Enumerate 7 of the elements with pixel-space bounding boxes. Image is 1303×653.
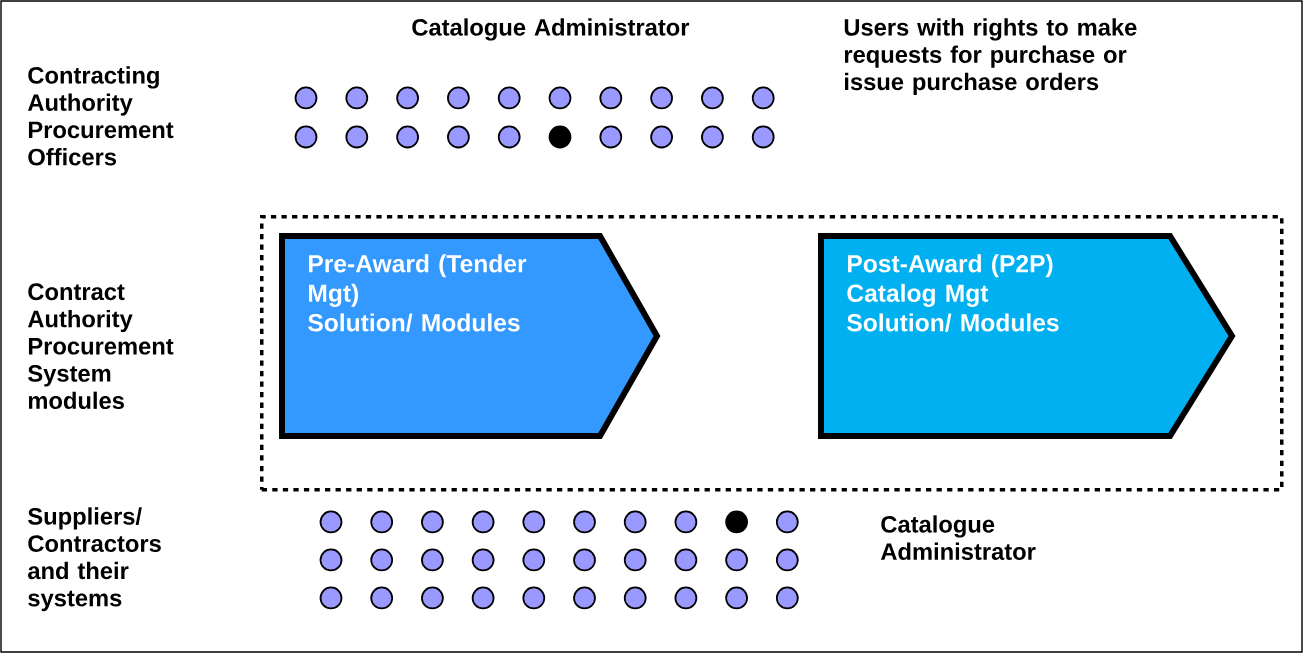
label: Catalogue Administrator: [412, 18, 690, 41]
label: Users with rights to make requests for purchase or issue purchase orders: [844, 18, 1137, 95]
label: Suppliers/ Contractors and their systems: [28, 507, 161, 612]
label: Catalogue Administrator: [880, 515, 1036, 560]
label: Contracting Authority Procurement Officers: [27, 66, 174, 166]
dashed-frame: [260, 215, 1284, 492]
label: Contract Authority Procurement System modules: [27, 283, 174, 410]
